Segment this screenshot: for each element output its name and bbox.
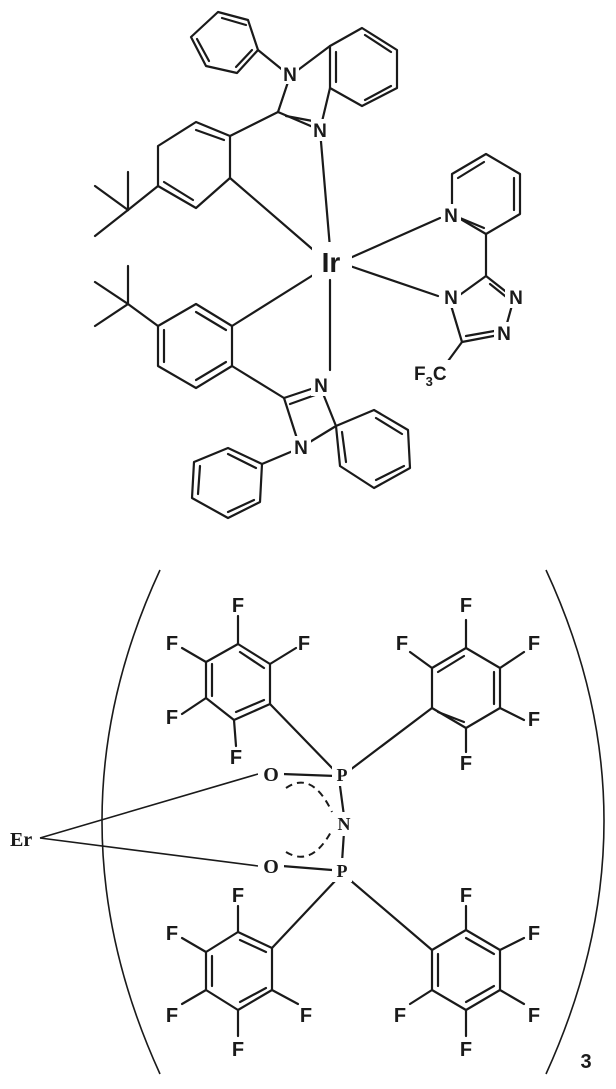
- atom-n-triazole-ring: N: [444, 288, 458, 309]
- right-parenthesis: [545, 569, 605, 1075]
- atom-n-top-phenyl: N: [283, 65, 297, 86]
- left-parenthesis: [101, 569, 161, 1075]
- fluorine-label: F: [528, 709, 540, 731]
- stoichiometry-3: 3: [580, 1051, 591, 1073]
- fluorine-label: F: [396, 633, 408, 655]
- fluorine-label: F: [232, 885, 244, 907]
- top-benzo-ring: [328, 26, 399, 108]
- fluorine-label: F: [298, 633, 310, 655]
- atom-n-triazole-a: N: [509, 288, 523, 309]
- atom-n-bridge: N: [338, 814, 351, 834]
- fluorine-label: F: [528, 633, 540, 655]
- fluorine-label: F: [460, 595, 472, 617]
- cf3-group: F3C: [414, 364, 447, 389]
- chelate-arc-bottom: [285, 829, 333, 858]
- cf3-subscript: 3: [426, 374, 433, 389]
- cf3-f: F: [414, 364, 426, 385]
- top-aryl-ring: [156, 120, 232, 210]
- atom-n-bottom-imine: N: [314, 376, 328, 397]
- fluorine-label: F: [230, 747, 242, 769]
- c6f5-upper-right-ring: [430, 646, 502, 730]
- fluorine-label: F: [232, 1039, 244, 1061]
- atom-p-top: P: [337, 765, 348, 785]
- pyridine-ring: [450, 152, 522, 236]
- fluorine-label: F: [460, 885, 472, 907]
- fluorine-label: F: [528, 1005, 540, 1027]
- fluorine-label: F: [528, 923, 540, 945]
- atom-n-top-imine: N: [313, 121, 327, 142]
- cf3-c: C: [433, 364, 447, 385]
- chelate-arc-top: [285, 781, 333, 813]
- atom-iridium: Ir: [322, 247, 341, 278]
- c6f5-lower-right-ring: [430, 928, 502, 1012]
- fluorine-label: F: [460, 753, 472, 775]
- atom-erbium: Er: [10, 829, 32, 851]
- atom-n-triazole-b: N: [497, 324, 511, 345]
- top-n-phenyl-ring: [189, 10, 260, 75]
- bottom-aryl-ring: [156, 302, 234, 390]
- bottom-n-phenyl-ring: [190, 446, 264, 520]
- erbium-complex: Er O O P P N F F F F F F F F F F F F F F…: [10, 569, 605, 1075]
- atom-p-bottom: P: [337, 861, 348, 881]
- c6f5-lower-left-ring: [204, 930, 274, 1012]
- fluorine-label: F: [166, 1005, 178, 1027]
- fluorine-label: F: [394, 1005, 406, 1027]
- fluorine-label: F: [166, 633, 178, 655]
- fluorine-label: F: [232, 595, 244, 617]
- atom-o-top: O: [263, 764, 279, 786]
- fluorine-label: F: [300, 1005, 312, 1027]
- atom-n-pyridine: N: [444, 206, 458, 227]
- fluorine-label: F: [166, 707, 178, 729]
- bottom-benzo-ring: [334, 408, 412, 490]
- iridium-complex: N N Ir N N N N F3C N N: [93, 10, 525, 520]
- atom-n-bottom-phenyl: N: [294, 438, 308, 459]
- c6f5-upper-left-ring: [204, 642, 272, 722]
- atom-o-bottom: O: [263, 856, 279, 878]
- fluorine-label: F: [460, 1039, 472, 1061]
- fluorine-label: F: [166, 923, 178, 945]
